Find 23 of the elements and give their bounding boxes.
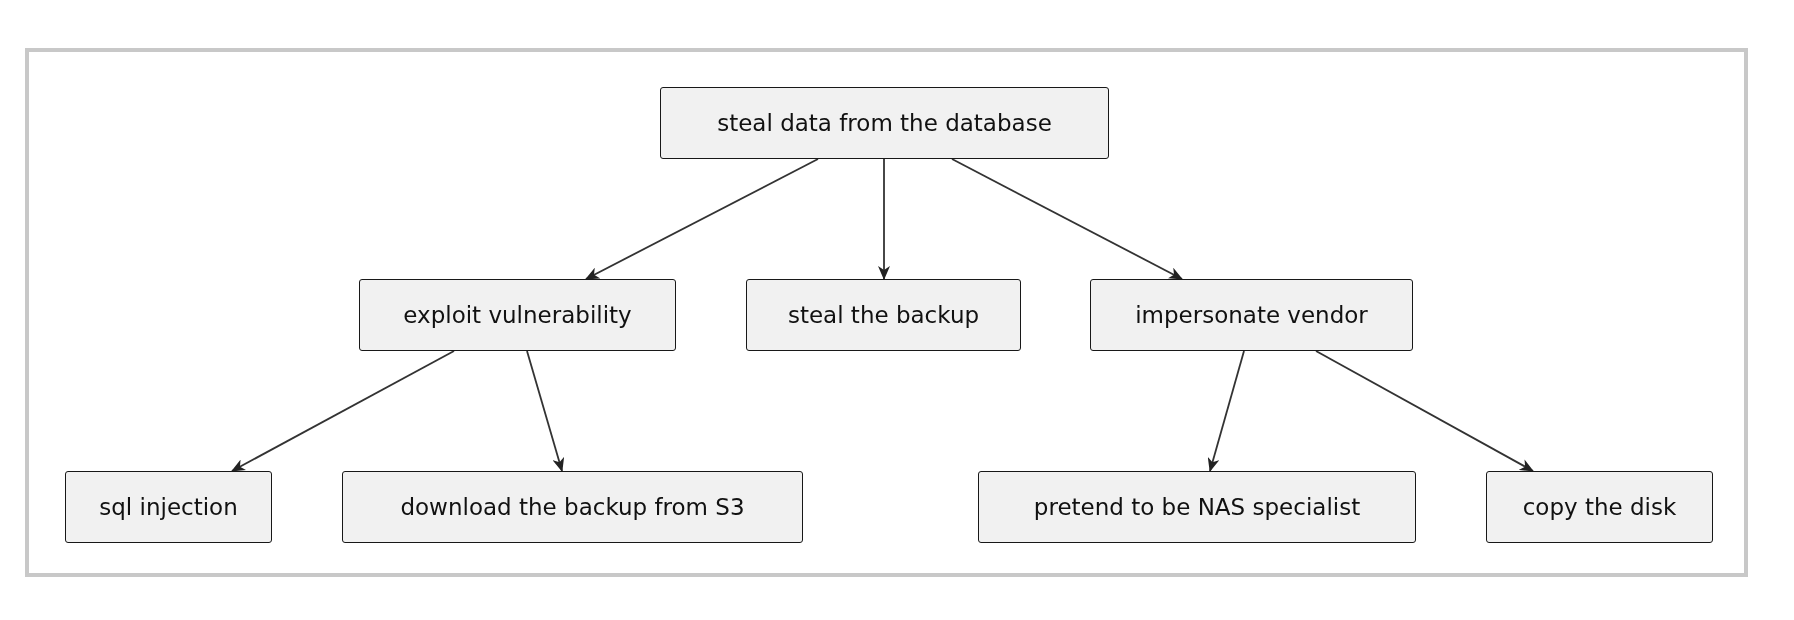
process-box [1090,279,1413,351]
arrow [951,158,1183,280]
box-label: steal the backup [787,300,980,330]
process-box [746,279,1021,351]
process-box [65,471,272,543]
box-label: download the backup from S3 [400,492,745,522]
box-label: sql injection [99,492,238,522]
process-box [342,471,803,543]
arrow [585,158,819,280]
box-label: steal data from the database [717,108,1052,138]
arrow [1207,350,1245,472]
box-label: pretend to be NAS specialist [1033,492,1361,522]
process-box [978,471,1416,543]
arrow [231,350,455,472]
arrow [1315,350,1534,472]
process-box [1486,471,1713,543]
box-label: copy the disk [1522,492,1677,522]
box-label: exploit vulnerability [403,300,632,330]
process-box [660,87,1109,159]
box-label: impersonate vendor [1135,300,1368,330]
process-box [359,279,676,351]
arrow [878,158,890,280]
arrow [526,350,565,472]
